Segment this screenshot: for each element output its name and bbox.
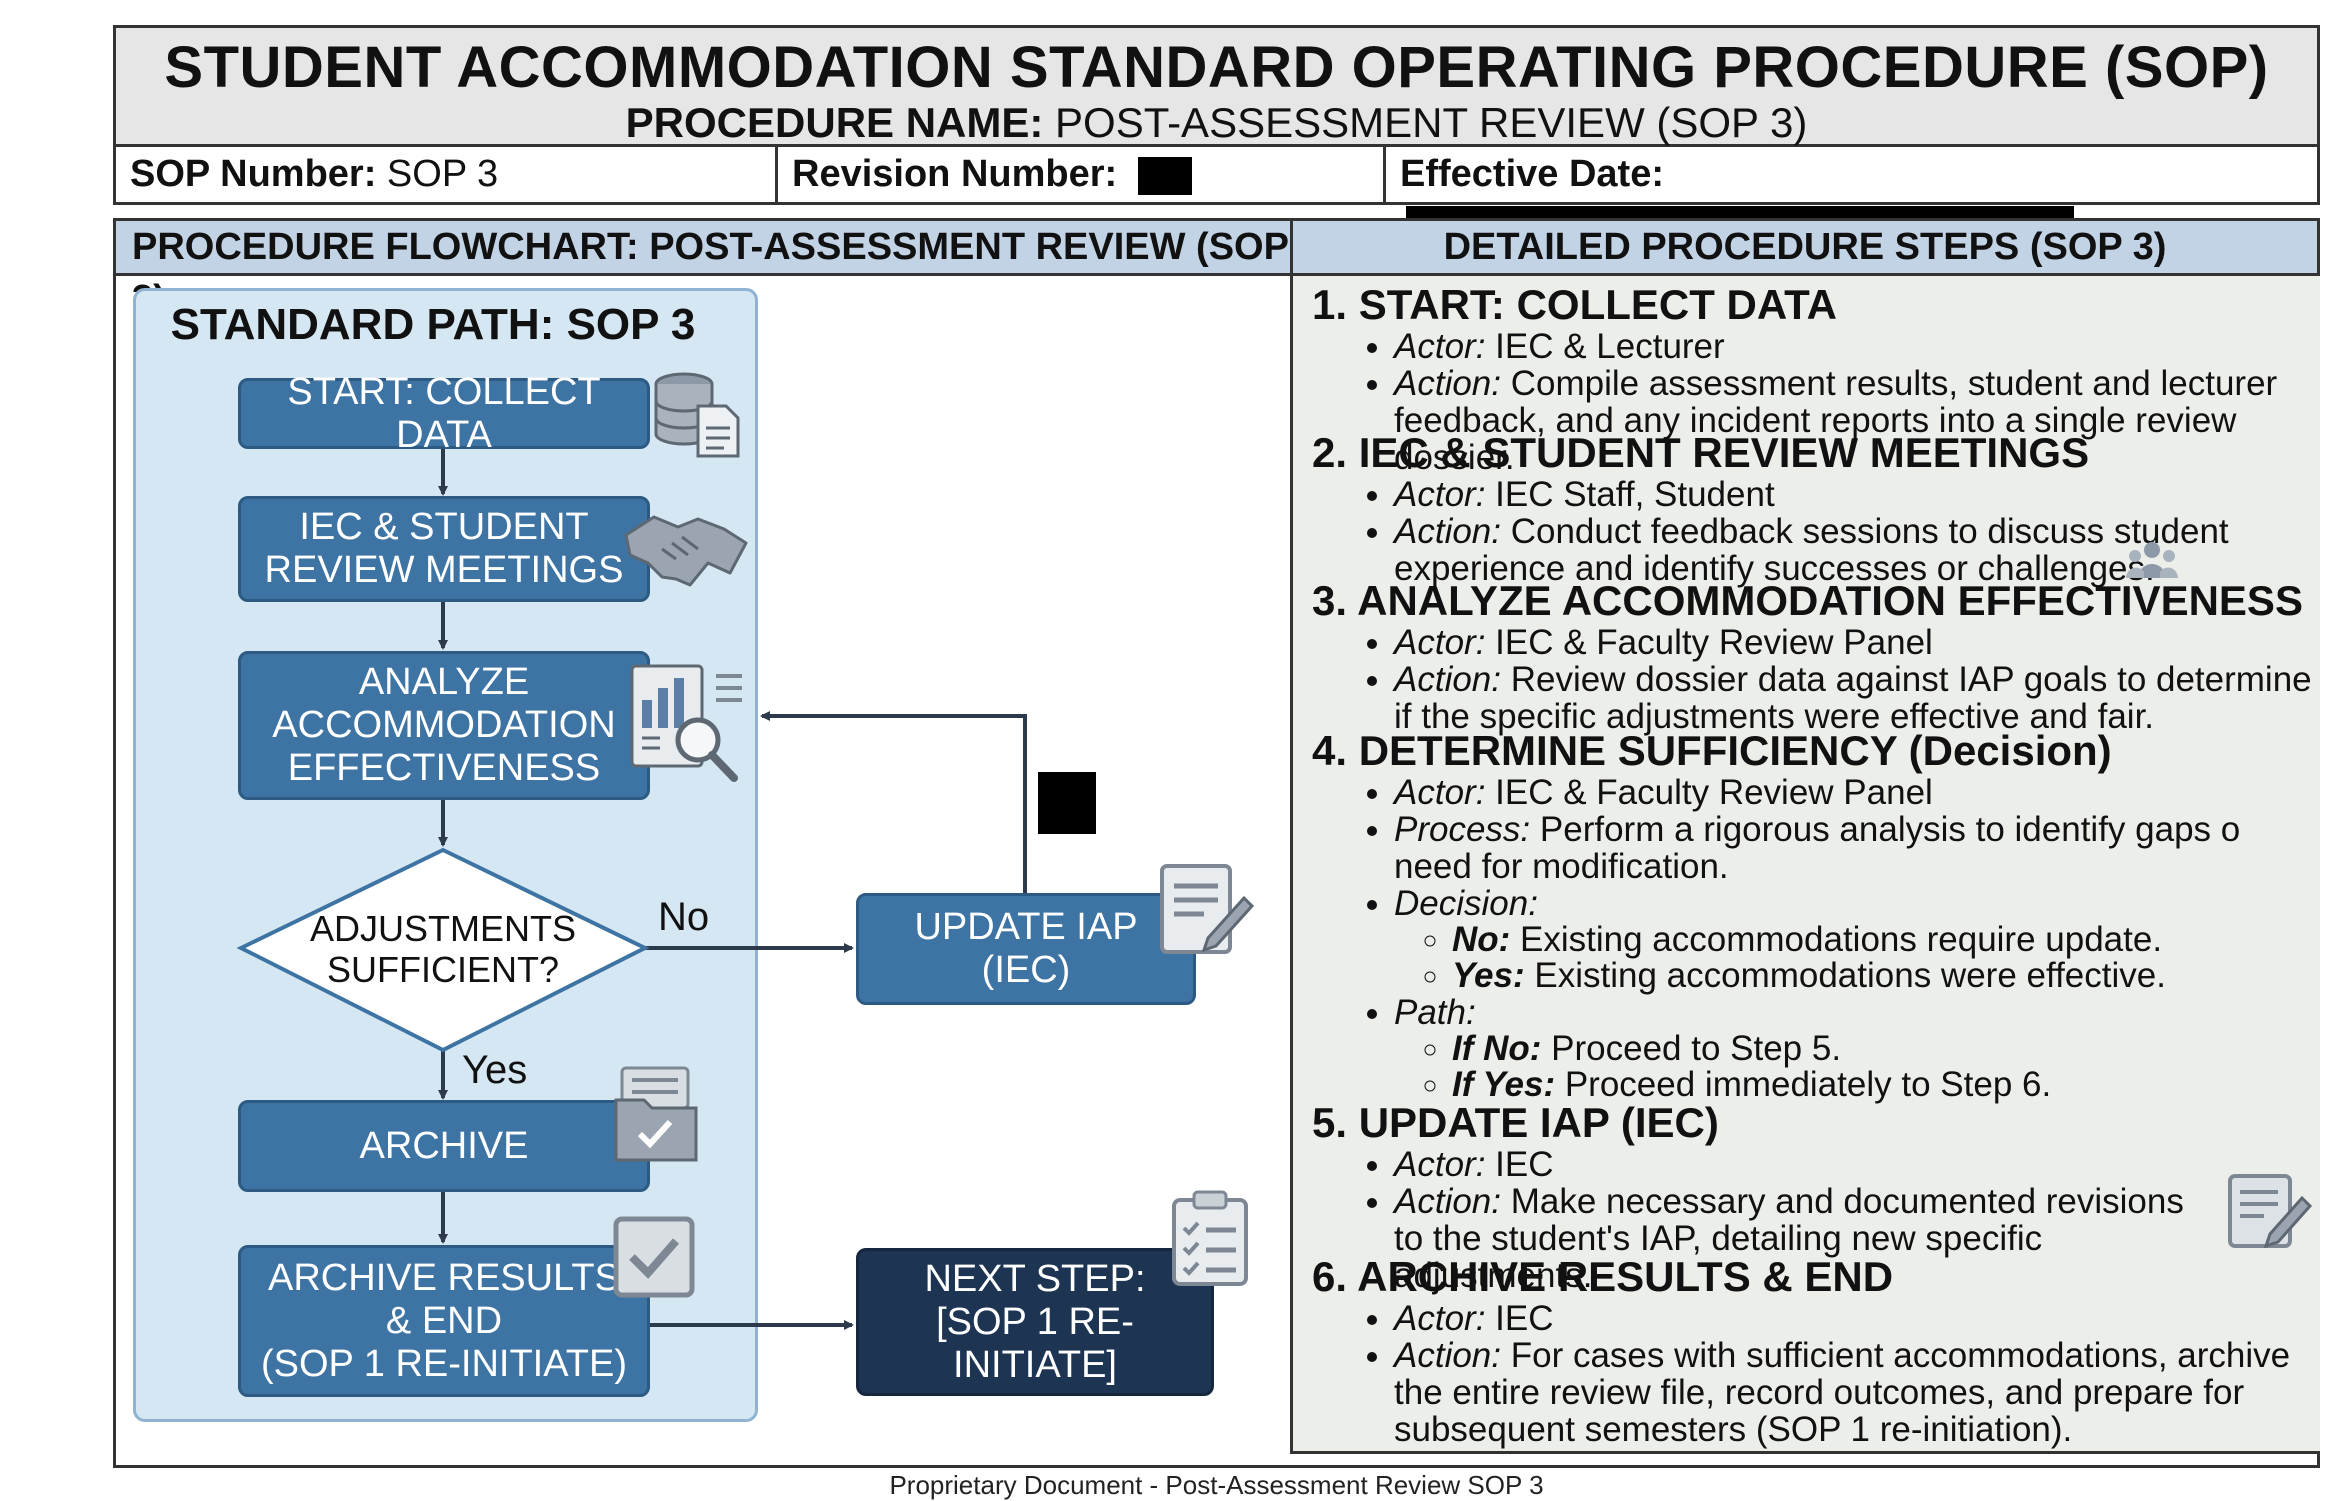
step-1-actor: Actor: IEC & Lecturer [1394, 328, 2312, 365]
revision-label: Revision Number: [792, 153, 1118, 195]
step-4-decision-no: No: Existing accommodations require upda… [1452, 922, 2312, 958]
node-collect-data[interactable]: START: COLLECT DATA [238, 371, 650, 456]
step-5-action: Action: Make necessary and documented re… [1394, 1183, 2212, 1294]
sop-number-value: SOP 3 [376, 153, 499, 195]
step-4-title: 4. DETERMINE SUFFICIENCY (Decision) [1312, 727, 2112, 774]
step-4: 4. DETERMINE SUFFICIENCY (Decision) Acto… [1312, 728, 2312, 1103]
edge-update-analyze [760, 711, 1027, 893]
checkbox-icon [613, 1216, 695, 1298]
node-analyze-label: ANALYZE ACCOMMODATION EFFECTIVENESS [272, 661, 616, 789]
node-review-meetings-label: IEC & STUDENT REVIEW MEETINGS [264, 506, 624, 591]
node-archive-label: ARCHIVE [359, 1124, 529, 1167]
node-update-iap[interactable]: UPDATE IAP (IEC) [856, 893, 1196, 1005]
footer-note: Proprietary Document - Post-Assessment R… [889, 1470, 1544, 1500]
step-6-actor: Actor: IEC [1394, 1300, 2312, 1337]
loop-label-redaction [1038, 772, 1096, 834]
standard-path-title: STANDARD PATH: SOP 3 [170, 300, 696, 349]
step-4-decision: Decision: No: Existing accommodations re… [1394, 885, 2312, 994]
edge-label-no: No [658, 895, 710, 939]
step-4-path-yes: If Yes: Proceed immediately to Step 6. [1452, 1067, 2312, 1103]
handshake-icon [624, 515, 748, 587]
flowchart-heading: PROCEDURE FLOWCHART: POST-ASSESSMENT REV… [113, 218, 1293, 320]
main-title: STUDENT ACCOMMODATION STANDARD OPERATING… [164, 35, 2269, 100]
step-4-actor: Actor: IEC & Faculty Review Panel [1394, 774, 2312, 811]
step-3: 3. ANALYZE ACCOMMODATION EFFECTIVENESS A… [1312, 577, 2312, 736]
revision-cell: Revision Number: [778, 147, 1386, 202]
node-review-meetings[interactable]: IEC & STUDENT REVIEW MEETINGS [238, 496, 650, 602]
step-5: 5. UPDATE IAP (IEC) Actor: IEC Action: M… [1312, 1099, 2212, 1295]
node-next-step[interactable]: NEXT STEP: [SOP 1 RE-INITIATE] [856, 1248, 1214, 1396]
node-archive-end-label: ARCHIVE RESULTS & END (SOP 1 RE-INITIATE… [261, 1256, 627, 1385]
node-collect-data-label: START: COLLECT DATA [287, 370, 601, 456]
step-4-path-no: If No: Proceed to Step 5. [1452, 1031, 2312, 1067]
chart-magnifier-icon [630, 664, 742, 782]
step-4-decision-yes: Yes: Existing accommodations were effect… [1452, 958, 2312, 994]
step-2-title: 2. IEC & STUDENT REVIEW MEETINGS [1312, 429, 2090, 476]
step-2-action: Action: Conduct feedback sessions to dis… [1394, 513, 2312, 587]
step-5-actor: Actor: IEC [1394, 1146, 2212, 1183]
node-analyze[interactable]: ANALYZE ACCOMMODATION EFFECTIVENESS [238, 651, 650, 800]
step-6-action: Action: For cases with sufficient accomm… [1394, 1337, 2312, 1448]
procedure-name: PROCEDURE NAME: POST-ASSESSMENT REVIEW (… [116, 100, 2317, 146]
decision-diamond [236, 847, 650, 1053]
people-icon [2126, 542, 2178, 578]
node-archive-end[interactable]: ARCHIVE RESULTS & END (SOP 1 RE-INITIATE… [238, 1245, 650, 1397]
step-3-action: Action: Review dossier data against IAP … [1394, 661, 2312, 735]
node-next-step-label: NEXT STEP: [SOP 1 RE-INITIATE] [924, 1257, 1146, 1386]
step-2: 2. IEC & STUDENT REVIEW MEETINGS Actor: … [1312, 429, 2312, 588]
step-4-process: Process: Perform a rigorous analysis to … [1394, 811, 2312, 885]
sop-number-label: SOP Number: [130, 153, 377, 195]
sop-number-cell: SOP Number: SOP 3 [116, 147, 778, 202]
step-4-path: Path: If No: Proceed to Step 5. If Yes: … [1394, 994, 2312, 1103]
step-5-title: 5. UPDATE IAP (IEC) [1312, 1099, 1719, 1146]
step-1: 1. START: COLLECT DATA Actor: IEC & Lect… [1312, 281, 2312, 477]
folder-check-icon [614, 1066, 698, 1162]
procedure-name-value: POST-ASSESSMENT REVIEW (SOP 3) [1043, 99, 1808, 146]
step-6: 6. ARCHIVE RESULTS & END Actor: IEC Acti… [1312, 1253, 2312, 1449]
document-pencil-icon [2228, 1174, 2312, 1249]
node-archive[interactable]: ARCHIVE [238, 1100, 650, 1192]
title-block: STUDENT ACCOMMODATION STANDARD OPERATING… [113, 25, 2320, 147]
step-2-actor: Actor: IEC Staff, Student [1394, 476, 2312, 513]
step-1-action: Action: Compile assessment results, stud… [1394, 365, 2312, 476]
effective-date-label: Effective Date: [1400, 153, 1664, 195]
edge-label-yes: Yes [462, 1048, 528, 1092]
steps-panel [1290, 276, 2320, 1454]
database-document-icon [654, 372, 740, 458]
step-3-title: 3. ANALYZE ACCOMMODATION EFFECTIVENESS [1312, 577, 2303, 624]
node-update-iap-label: UPDATE IAP (IEC) [914, 906, 1138, 991]
revision-redaction [1137, 156, 1192, 195]
procedure-name-label: PROCEDURE NAME: [625, 99, 1044, 146]
clipboard-checklist-icon [1172, 1190, 1248, 1286]
step-1-title: 1. START: COLLECT DATA [1312, 281, 1837, 328]
document-pencil-icon [1160, 864, 1254, 954]
decision-label: ADJUSTMENTS SUFFICIENT? [309, 908, 576, 990]
steps-heading: DETAILED PROCEDURE STEPS (SOP 3) [1290, 218, 2320, 276]
step-3-actor: Actor: IEC & Faculty Review Panel [1394, 624, 2312, 661]
step-6-title: 6. ARCHIVE RESULTS & END [1312, 1253, 1894, 1300]
